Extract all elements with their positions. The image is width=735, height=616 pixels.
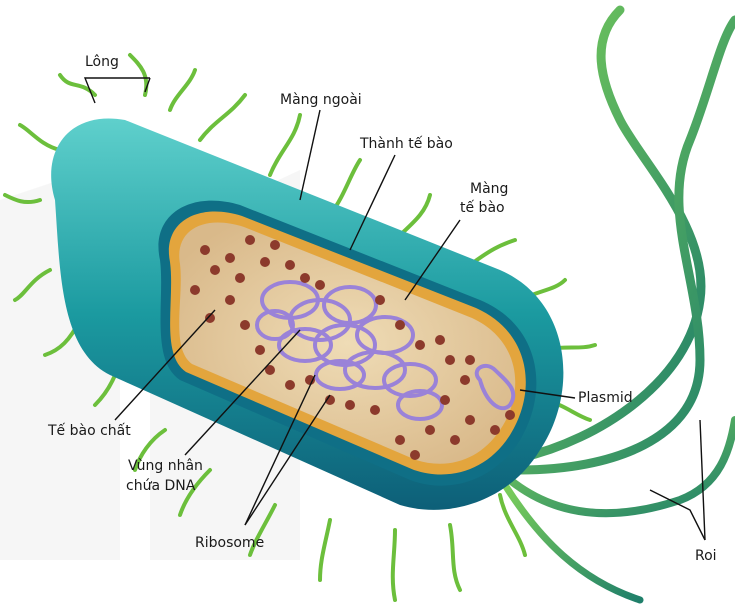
label-mang-te-bao-line1: Màng [470, 181, 508, 197]
label-te-bao-chat: Tế bào chất [47, 422, 131, 439]
label-plasmid: Plasmid [578, 390, 633, 406]
label-roi: Roi [695, 548, 717, 564]
label-vung-nhan-line1: Vùng nhân [128, 458, 203, 474]
label-vung-nhan-line2: chứa DNA [126, 478, 196, 494]
label-long: Lông [85, 54, 119, 70]
label-ribosome: Ribosome [195, 535, 264, 551]
label-mang-te-bao-line2: tế bào [460, 199, 505, 216]
label-mang-ngoai: Màng ngoài [280, 92, 362, 108]
label-thanh-te-bao: Thành tế bào [359, 135, 453, 152]
